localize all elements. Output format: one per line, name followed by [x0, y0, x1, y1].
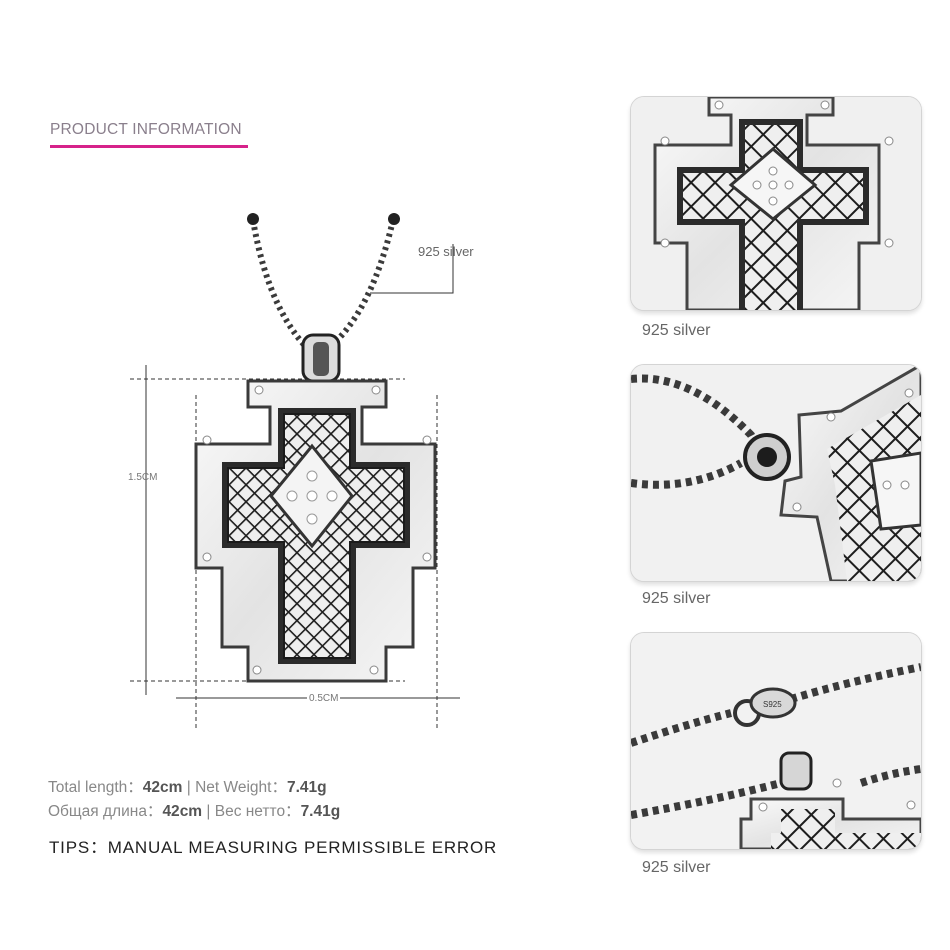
chain-clasp-closeup-icon: S925: [631, 633, 921, 849]
material-callout: 925 silver: [418, 244, 474, 259]
tips-text: TIPS：MANUAL MEASURING PERMISSIBLE ERROR: [49, 838, 498, 857]
cross-angle-closeup-icon: [631, 365, 921, 581]
height-dimension-label: 1.5CM: [128, 472, 158, 483]
thumbnail-caption-2: 925 silver: [642, 590, 711, 607]
thumbnail-caption-3: 925 silver: [642, 859, 711, 876]
clasp-stamp: S925: [763, 700, 782, 709]
cross-pendant-icon: [194, 379, 437, 683]
main-product-image: [130, 213, 460, 728]
spec-line-english: Total length：42cm | Net Weight：7.41g: [48, 779, 327, 796]
thumbnail-clasp[interactable]: S925: [630, 632, 922, 850]
section-underline: [50, 145, 248, 148]
width-dimension-label: 0.5CM: [307, 693, 341, 704]
thumbnail-front[interactable]: [630, 96, 922, 311]
cross-front-closeup-icon: [631, 97, 921, 310]
spec-line-russian: Общая длина：42cm | Вес нетто：7.41g: [48, 803, 341, 820]
thumbnail-angle[interactable]: [630, 364, 922, 582]
section-title: PRODUCT INFORMATION: [50, 121, 242, 138]
callout-line: [370, 244, 454, 294]
thumbnail-caption-1: 925 silver: [642, 322, 711, 339]
